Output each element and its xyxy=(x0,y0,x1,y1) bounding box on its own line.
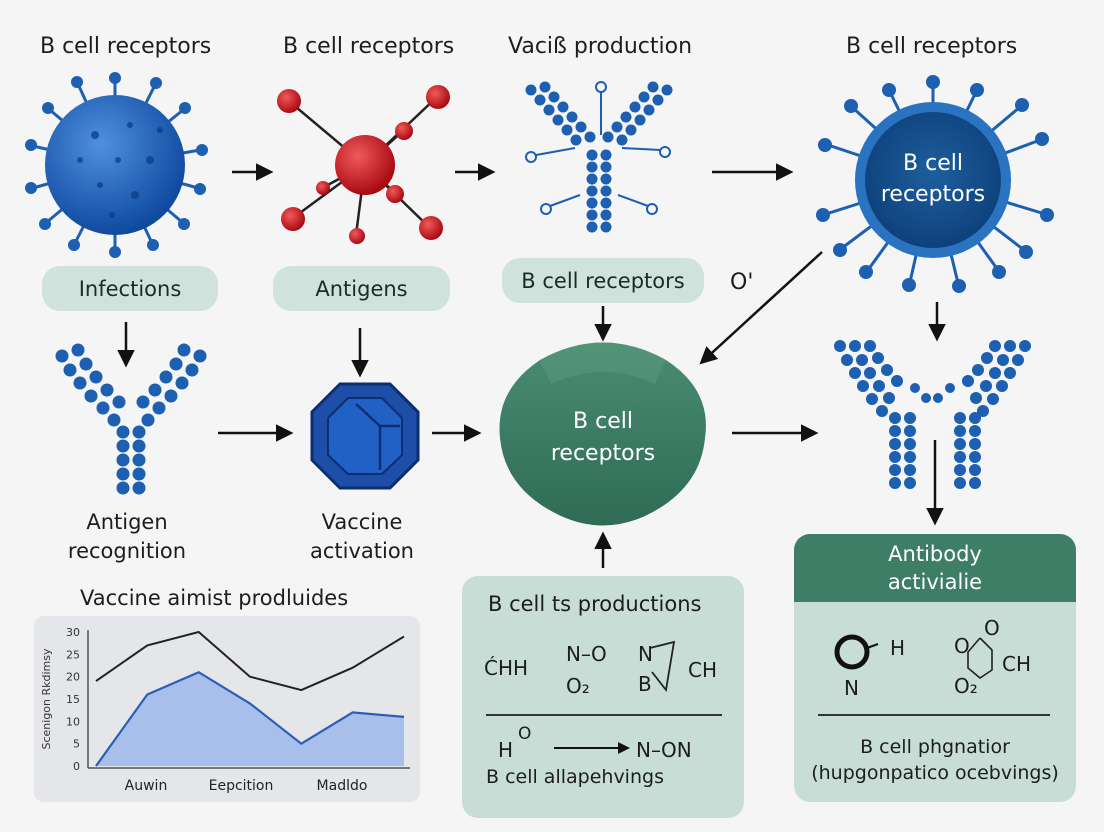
antibody-panel-header xyxy=(794,534,1076,602)
production-reaction-arrow xyxy=(554,742,630,754)
title-vaccine-production: Vaciß production xyxy=(508,34,693,59)
caption-vaccine-activation: Vaccine activation xyxy=(309,510,414,563)
pill-infections: Infections xyxy=(42,266,218,311)
chart-y-tick-0: 30 xyxy=(66,626,80,639)
production-bond-lines xyxy=(649,640,676,693)
chart-y-tick-3: 15 xyxy=(66,693,80,706)
formula-o2-2: O₂ xyxy=(954,674,978,698)
formula-o: O xyxy=(518,724,532,744)
b-cell-label: B cell receptors xyxy=(880,151,986,207)
b-cell-receptors-hub xyxy=(499,342,706,526)
title-b-cell-receptors-3: B cell receptors xyxy=(846,34,1018,59)
chart-title: Vaccine aimist prodluides xyxy=(80,586,349,610)
ring-molecule-icon xyxy=(834,634,879,670)
antibody-left-icon xyxy=(55,343,207,495)
antibody-right-icon xyxy=(834,340,1031,489)
arrow-bcell-to-hub xyxy=(699,251,823,365)
chart-line-series-2 xyxy=(95,670,405,767)
ring-bond-lines xyxy=(967,637,993,679)
antibody-activation-panel: Antibody activialie H N O O CH O₂ B cell… xyxy=(794,534,1076,802)
chart-y-tick-6: 0 xyxy=(73,760,80,773)
formula-chh: ĆHH xyxy=(484,656,529,680)
formula-o2: O₂ xyxy=(566,674,590,698)
chart-y-tick-2: 20 xyxy=(66,671,80,684)
chart-line-series-1 xyxy=(95,630,405,692)
caption-antigen-recognition: Antigen recognition xyxy=(67,510,187,563)
title-b-cell-receptors-1: B cell receptors xyxy=(40,34,212,59)
title-b-cell-receptors-2: B cell receptors xyxy=(283,34,455,59)
flow-arrows xyxy=(117,163,946,568)
antibody-panel-title: Antibody activialie xyxy=(887,542,983,594)
chart-x-label-1: Auwin xyxy=(125,778,168,794)
production-divider xyxy=(486,714,722,716)
antibody-panel-footer: B cell phgnatior (hupgonpatico ocebvings… xyxy=(811,736,1059,784)
production-panel: B cell ts productions ĆHH N–O O₂ N B CH … xyxy=(462,576,744,818)
pill-antigens: Antigens xyxy=(273,266,450,311)
formula-n-on: N–ON xyxy=(636,738,692,762)
antigen-molecule-icon xyxy=(277,85,450,244)
b-cell-icon xyxy=(816,75,1054,293)
formula-h-2: H xyxy=(890,636,906,660)
formula-h: H xyxy=(498,738,514,762)
production-panel-title: B cell ts productions xyxy=(488,592,702,616)
vaccine-octagon-icon xyxy=(310,382,420,490)
antibody-top-icon xyxy=(525,81,673,233)
chart-x-label-2: Eepcition xyxy=(209,778,274,794)
antibody-panel-divider xyxy=(818,714,1050,716)
chart-ylabel: Scenigon Rkdimsy xyxy=(40,648,53,750)
production-panel-footer: B cell allapehvings xyxy=(486,766,664,788)
formula-n-o: N–O xyxy=(566,642,607,666)
stray-label: O' xyxy=(730,270,754,295)
chart-x-label-3: Madldo xyxy=(317,778,368,794)
formula-n: N xyxy=(638,642,653,666)
formula-b: B xyxy=(638,672,652,696)
pill-b-cell-receptors: B cell receptors xyxy=(502,258,704,303)
chart-y-tick-4: 10 xyxy=(66,715,80,728)
formula-o-left: O xyxy=(954,634,970,658)
hub-label: B cell receptors xyxy=(550,409,656,466)
formula-ch: CH xyxy=(688,658,718,682)
chart-svg: Scenigon Rkdimsy 30 25 20 15 10 5 0 Auwin Eepc… xyxy=(40,626,410,794)
chart-y-tick-5: 5 xyxy=(73,738,80,751)
chart-card: Scenigon Rkdimsy 30 25 20 15 10 5 0 Auwin Eepc… xyxy=(34,616,420,802)
formula-n-2: N xyxy=(844,676,859,700)
formula-o-top: O xyxy=(984,616,1000,640)
formula-ch-2: CH xyxy=(1002,652,1032,676)
virus-icon xyxy=(25,72,208,258)
chart-area-series-2 xyxy=(96,672,404,766)
chart-y-tick-1: 25 xyxy=(66,648,80,661)
